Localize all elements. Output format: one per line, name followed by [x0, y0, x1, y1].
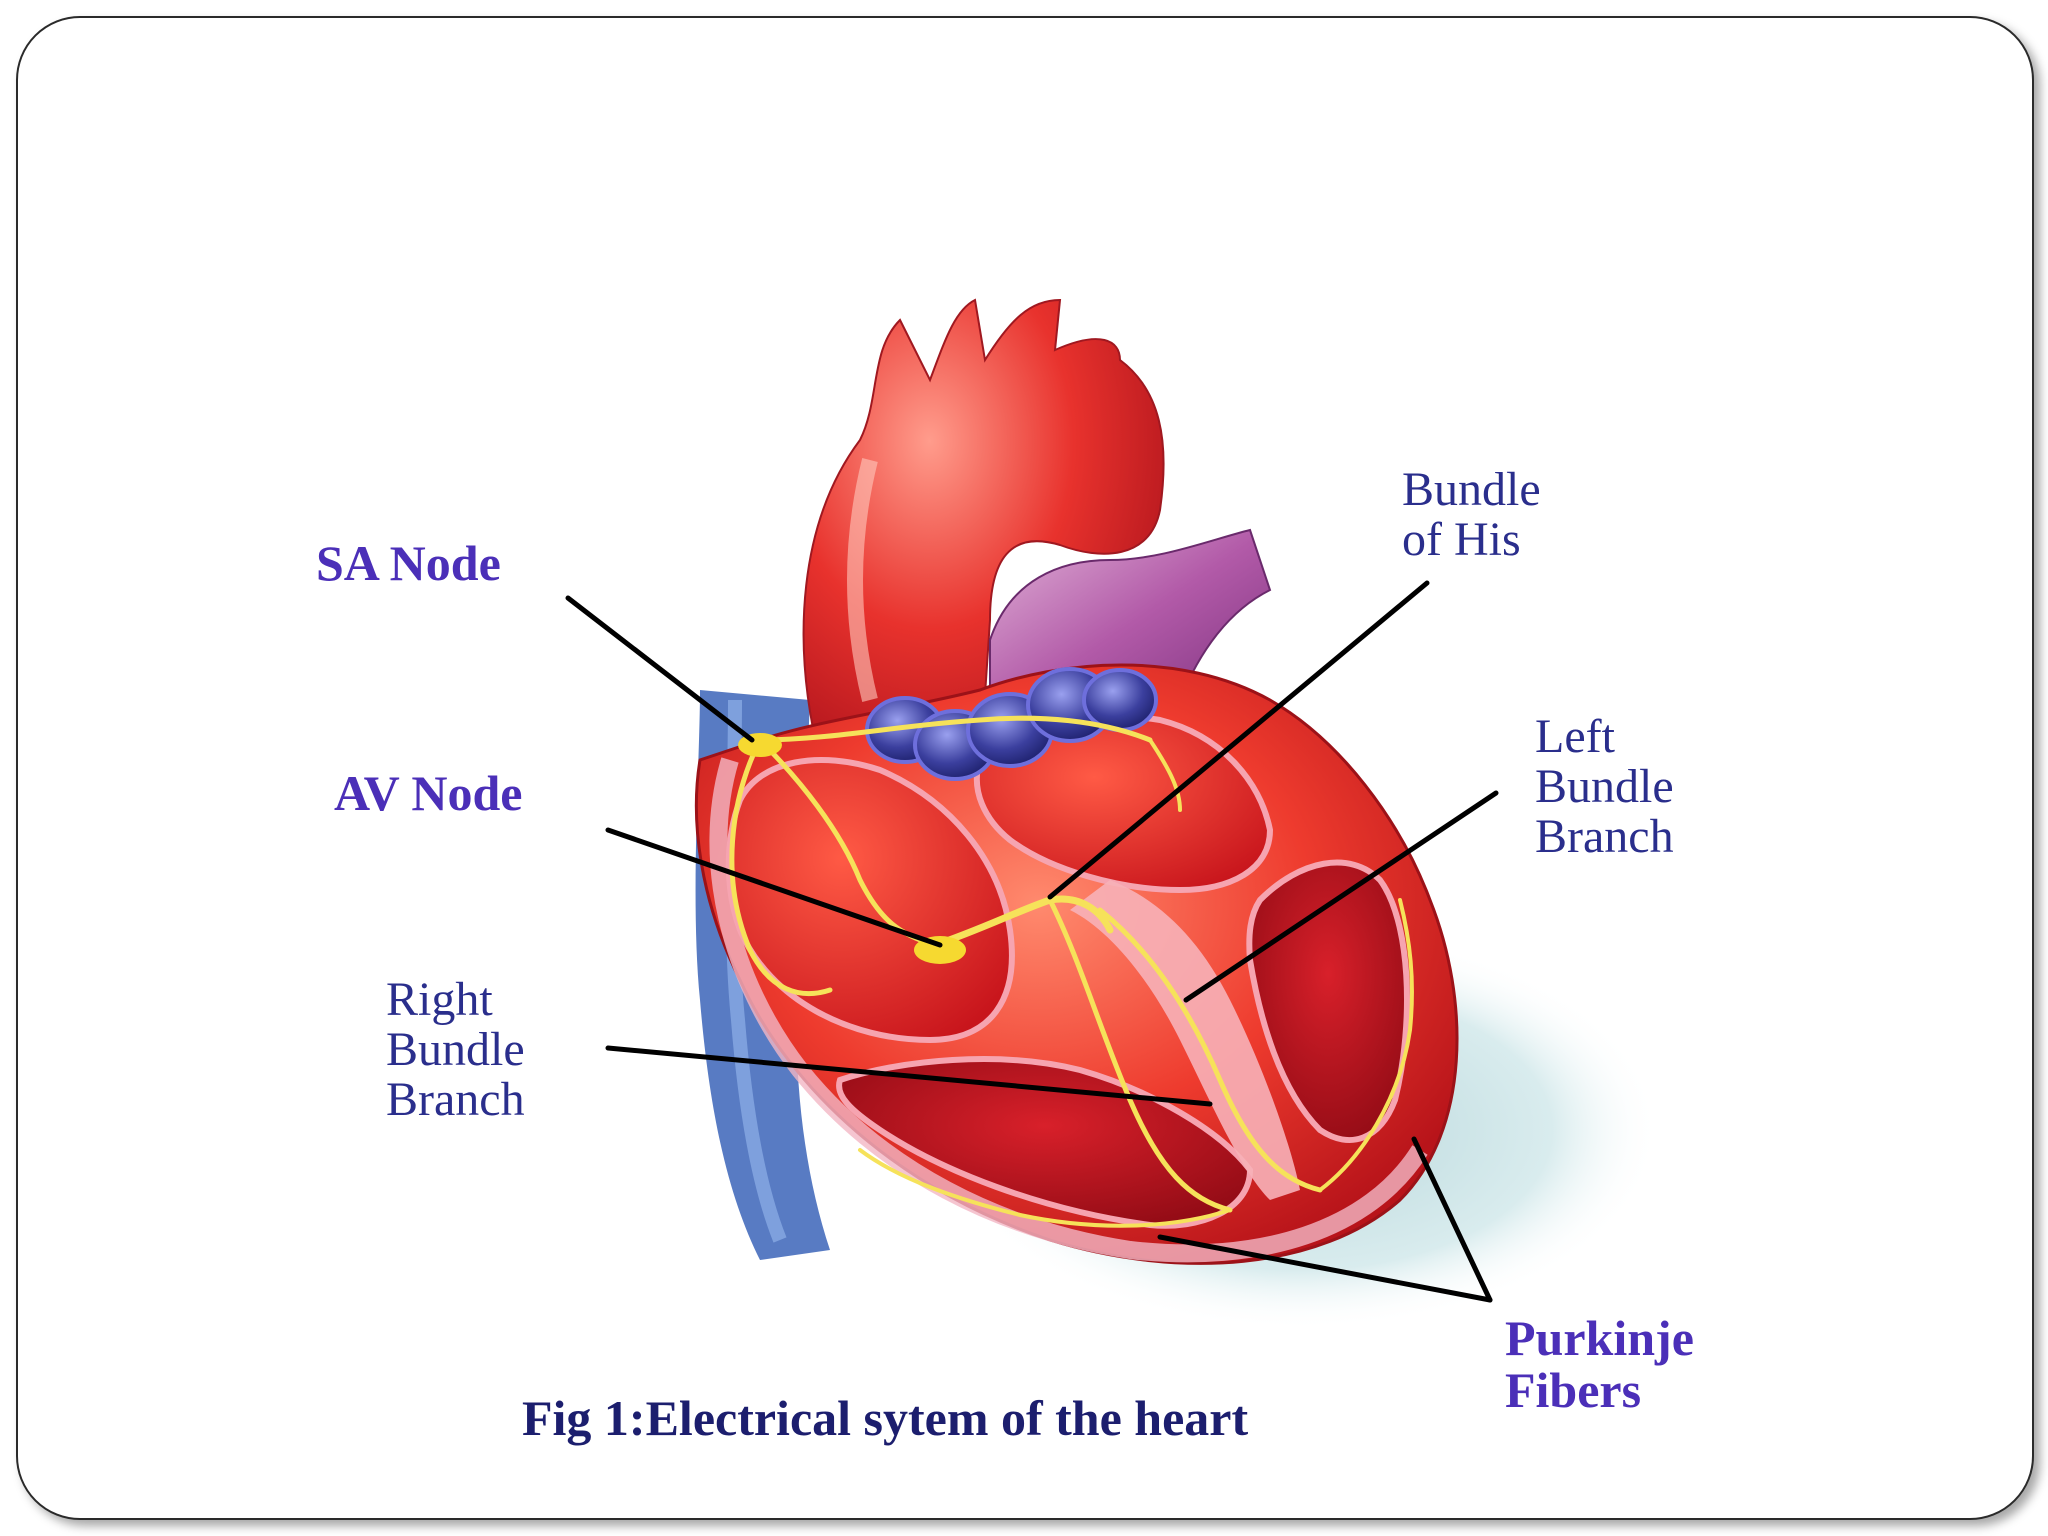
label-left-bundle-branch-line1: Left	[1535, 710, 1616, 763]
label-right-bundle-branch: Right Bundle Branch	[386, 973, 537, 1126]
leader-bundle-of-his	[1047, 580, 1430, 900]
label-bundle-of-his-line2: of His	[1402, 513, 1521, 566]
aorta-highlight	[847, 458, 878, 702]
label-left-bundle-branch-line2: Bundle	[1535, 760, 1674, 813]
label-left-bundle-branch-line3: Branch	[1535, 810, 1674, 863]
leader-purkinje-1	[1411, 1136, 1493, 1303]
label-purkinje-fibers-line2: Fibers	[1505, 1362, 1641, 1418]
heart-valves	[865, 667, 1158, 781]
label-sa-node: SA Node	[316, 535, 501, 591]
label-purkinje-fibers-line1: Purkinje	[1505, 1310, 1694, 1366]
leader-av-node	[605, 827, 943, 948]
septum	[1070, 880, 1300, 1200]
label-left-bundle-branch: Left Bundle Branch	[1535, 710, 1686, 863]
label-bundle-of-his: Bundle of His	[1402, 463, 1553, 566]
label-av-node: AV Node	[334, 765, 522, 821]
pericardium	[709, 757, 1428, 1263]
leader-left-bundle-branch	[1183, 790, 1499, 1003]
leader-sa-node	[565, 595, 755, 743]
right-ventricle	[836, 1056, 1254, 1229]
aorta	[802, 298, 1165, 772]
figure-caption: Fig 1:Electrical sytem of the heart	[522, 1390, 1248, 1446]
label-bundle-of-his-line1: Bundle	[1402, 463, 1541, 516]
label-right-bundle-branch-line1: Right	[386, 973, 493, 1026]
label-right-bundle-branch-line3: Branch	[386, 1073, 525, 1126]
leader-purkinje-2	[1157, 1234, 1493, 1303]
label-right-bundle-branch-line2: Bundle	[386, 1023, 525, 1076]
leader-right-bundle-branch	[605, 1045, 1213, 1107]
label-purkinje-fibers: Purkinje Fibers	[1505, 1310, 1706, 1418]
